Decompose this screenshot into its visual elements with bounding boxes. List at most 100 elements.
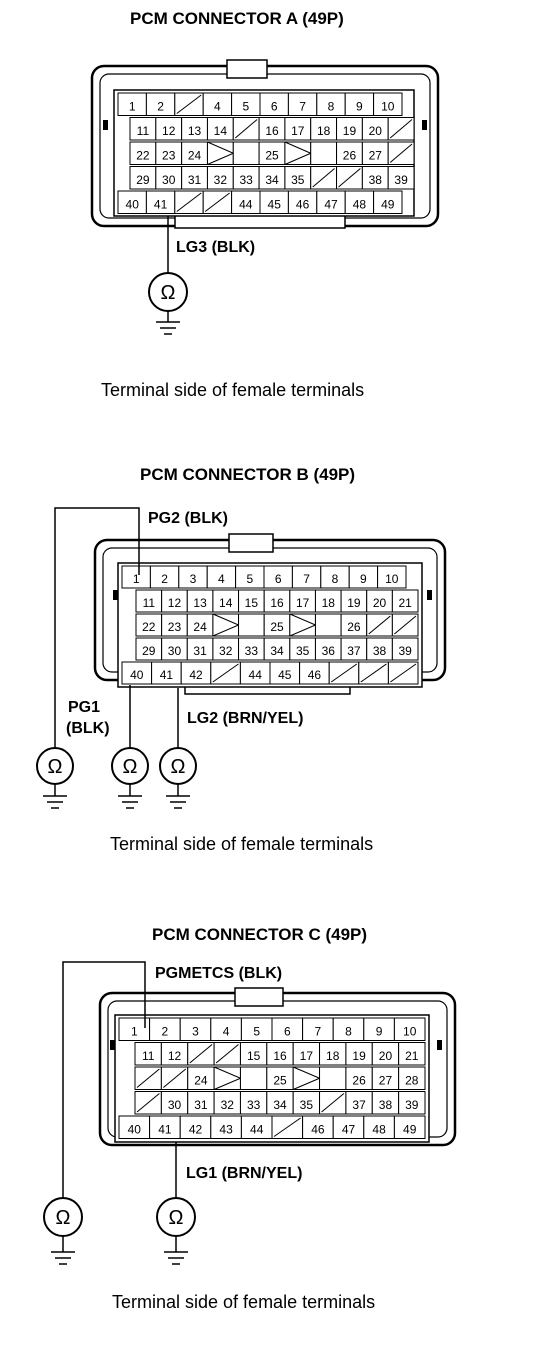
terminal-number: 32 [214,173,228,187]
terminal-number: 46 [311,1123,325,1137]
terminal-number: 27 [379,1074,393,1088]
terminal-number: 35 [291,173,305,187]
empty-terminal-slash [204,192,230,212]
terminal-number: 40 [130,668,144,682]
terminal-cell [292,1066,321,1090]
terminal-number: 16 [270,596,284,610]
terminal-number: 29 [142,644,156,658]
terminal-cell [238,613,265,637]
empty-terminal-slash [215,1044,239,1064]
terminal-number: 29 [136,173,150,187]
ohmmeter-lg2: Ω [159,747,197,809]
connector-a-caption: Terminal side of female terminals [101,380,364,400]
terminal-number: 39 [399,644,413,658]
terminal-number: 11 [143,596,156,610]
terminal-number: 41 [158,1123,172,1137]
empty-terminal-slash [136,1093,160,1113]
terminal-number: 14 [219,596,233,610]
terminal-number: 28 [405,1074,419,1088]
terminal-number: 11 [137,124,150,138]
terminal-cell [319,1066,347,1090]
terminal-number: 38 [369,173,383,187]
terminal-number: 6 [271,100,278,114]
terminal-cell [391,589,419,613]
terminal-number: 39 [394,173,408,187]
terminal-number: 24 [188,149,202,163]
terminal-cell [212,613,240,637]
terminal-number: 2 [157,100,164,114]
terminal-cell [398,1091,426,1115]
terminal-number: 23 [162,149,176,163]
empty-terminal-slash [163,1068,187,1088]
terminal-number: 26 [343,149,357,163]
terminal-number: 24 [193,620,207,634]
connector-b-caption: Terminal side of female terminals [110,834,373,854]
ohm-symbol: Ω [56,1207,71,1229]
pg1-label: PG1 [68,699,100,716]
connector-b-lock-tab [228,533,274,553]
empty-terminal-slash [176,192,202,212]
terminal-number: 3 [190,572,197,586]
ohm-symbol: Ω [169,1207,184,1229]
terminal-number: 18 [317,124,331,138]
connector-c-caption: Terminal side of female terminals [112,1292,375,1312]
terminal-number: 48 [372,1123,386,1137]
terminal-number: 45 [268,198,282,212]
terminal-number: 47 [324,198,338,212]
terminal-number: 45 [278,668,292,682]
ohm-symbol: Ω [171,756,186,778]
terminal-number: 34 [273,1098,287,1112]
terminal-number: 13 [193,596,207,610]
pg2-wire [54,507,140,750]
terminal-cell [373,92,403,116]
terminal-number: 6 [275,572,282,586]
terminal-number: 7 [315,1025,322,1039]
terminal-number: 16 [265,124,279,138]
ground-icon [156,321,180,335]
terminal-number: 12 [162,124,176,138]
terminal-cell [284,141,312,165]
terminal-number: 37 [352,1098,366,1112]
terminal-number: 33 [245,644,259,658]
terminal-number: 21 [405,1049,419,1063]
terminal-number: 8 [332,572,339,586]
empty-terminal-slash [273,1117,301,1137]
connector-c-latch-right [437,1040,442,1050]
terminal-number: 47 [342,1123,356,1137]
empty-terminal-slash [390,663,417,683]
terminal-cell [232,141,260,165]
terminal-cell [213,1066,241,1090]
connector-a-title: PCM CONNECTOR A (49P) [130,9,344,28]
ohm-symbol: Ω [48,756,63,778]
terminal-number: 19 [352,1049,366,1063]
terminal-cell [239,1066,268,1090]
terminal-number: 34 [270,644,284,658]
terminal-number: 2 [161,572,168,586]
ohm-symbol: Ω [123,756,138,778]
terminal-number: 19 [347,596,361,610]
empty-terminal-slash [136,1068,160,1088]
terminal-cell [373,190,403,214]
terminal-number: 24 [194,1074,208,1088]
terminal-number: 18 [326,1049,340,1063]
pg2-label: PG2 (BLK) [148,510,228,527]
terminal-number: 3 [192,1025,199,1039]
terminal-number: 27 [369,149,383,163]
terminal-number: 15 [247,1049,261,1063]
terminal-number: 25 [273,1074,287,1088]
terminal-number: 20 [379,1049,393,1063]
terminal-number: 36 [322,644,336,658]
empty-terminal-slash [338,168,361,188]
lg1-label: LG1 (BRN/YEL) [186,1165,302,1182]
empty-terminal-slash [389,119,413,139]
ground-icon [118,795,142,809]
terminal-cell [398,1042,426,1066]
terminal-number: 16 [273,1049,287,1063]
terminal-number: 17 [291,124,305,138]
empty-terminal-slash [330,663,358,683]
terminal-number: 14 [214,124,228,138]
terminal-number: 35 [300,1098,314,1112]
terminal-number: 35 [296,644,310,658]
terminal-number: 6 [284,1025,291,1039]
